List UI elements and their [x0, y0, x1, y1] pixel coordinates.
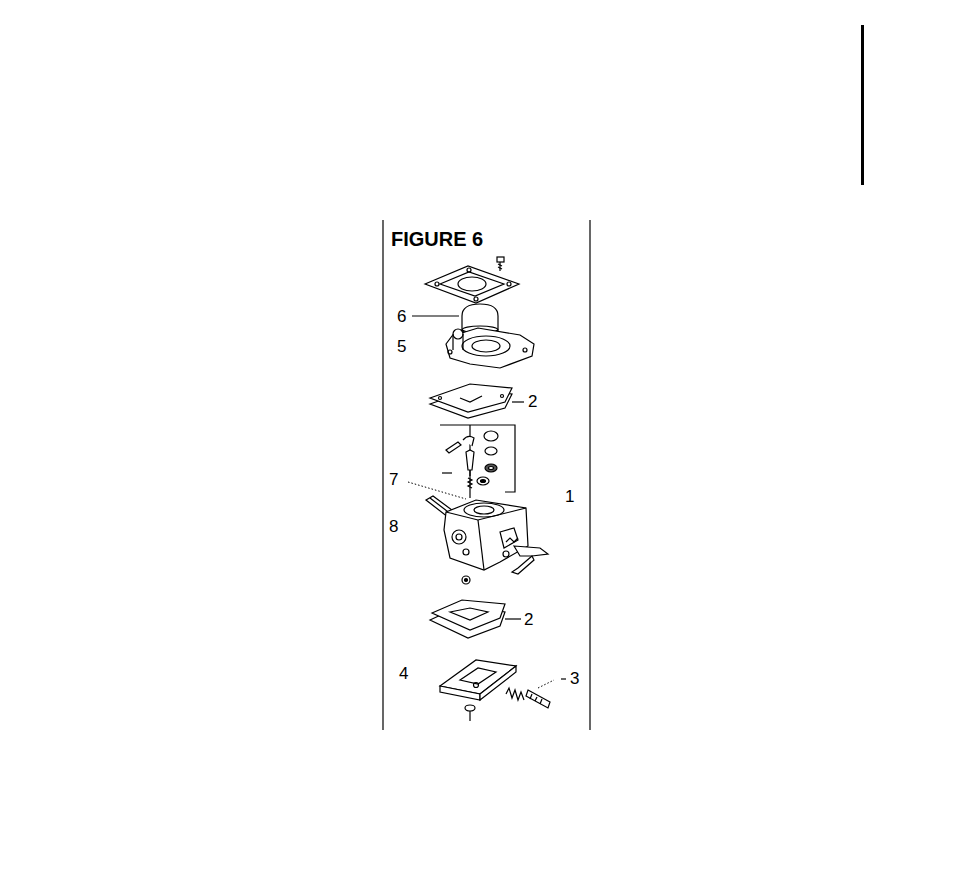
callout-number: 2	[524, 611, 533, 628]
figure-title: FIGURE 6	[391, 229, 483, 249]
callout-number: 5	[397, 338, 406, 355]
callout-number: 6	[397, 308, 406, 325]
callout-number: 3	[570, 670, 579, 687]
callout-number: 1	[565, 488, 574, 505]
callout-number: 2	[528, 393, 537, 410]
callout-number: 8	[389, 518, 398, 535]
callout-number: 7	[389, 471, 398, 488]
callout-number: 4	[399, 665, 408, 682]
